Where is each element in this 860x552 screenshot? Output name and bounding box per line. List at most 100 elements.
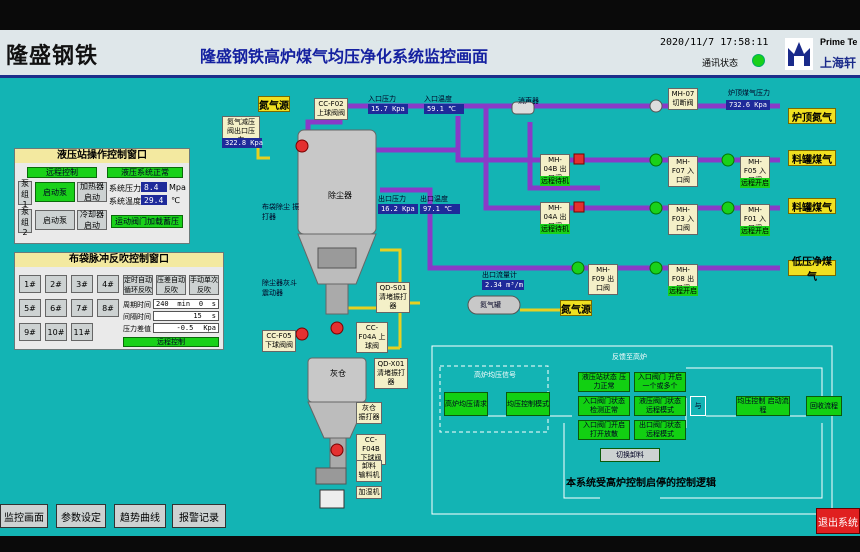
cycle-time-label: 周期时间 xyxy=(123,301,151,309)
system-temp-label: 系统温度 xyxy=(109,197,141,206)
flow-meter-value: 2.34 m³/m xyxy=(482,280,524,290)
cooler-start-button[interactable]: 冷却器启动 xyxy=(77,210,107,230)
cc-f05-tag: CC-F05 下球阀阀 xyxy=(262,330,296,352)
nitrogen-tank-shape xyxy=(467,295,521,315)
valve-accumulator-load-button[interactable]: 运动阀门加载蓄压 xyxy=(111,215,183,228)
dest-low-pressure-gas: 低压净煤气 xyxy=(788,257,836,283)
inlet-pressure-label: 入口压力 xyxy=(368,95,396,103)
outlet-pressure-value: 16.2 Kpa xyxy=(378,204,418,214)
nav-trend-button[interactable]: 趋势曲线 xyxy=(114,504,166,528)
logic-node-inlet-open: 入口阀门 开启一个或多个 xyxy=(634,372,686,392)
pulse-mode-status: 远程控制 xyxy=(123,337,219,347)
logic-and-gate: 与 xyxy=(690,396,706,416)
ash-bin-label: 灰仓 xyxy=(330,369,346,378)
pulse-panel: 布袋脉冲反吹控制窗口 1# 2# 3# 4# 5# 6# 7# 8# 9# 10… xyxy=(14,252,224,350)
screw-feeder-tag: 卸料 输料机 xyxy=(356,460,382,482)
pulse-key-11[interactable]: 11# xyxy=(71,323,93,341)
exit-system-button[interactable]: 退出系统 xyxy=(816,508,860,534)
cycle-time-seconds-unit: s xyxy=(211,300,216,308)
system-pressure-unit: Mpa xyxy=(169,183,186,192)
ash-hopper-vibrator-label: 除尘器灰斗 震动器 xyxy=(262,279,297,297)
pump-group-1-label: 泵组1 xyxy=(18,179,32,209)
inlet-pressure-value: 15.7 Kpa xyxy=(368,104,408,114)
pump-2-start-button[interactable]: 启动泵 xyxy=(35,210,75,230)
dest-tank-gas-2: 料罐煤气 xyxy=(788,198,836,214)
hydraulic-mode-status: 远程控制 xyxy=(27,167,97,178)
logic-frame-title: 反馈至高炉 xyxy=(612,353,647,361)
qd-x01-tag: QD-X01 清堵振打器 xyxy=(374,358,408,389)
pulse-key-5[interactable]: 5# xyxy=(19,299,41,317)
outlet-temp-label: 出口温度 xyxy=(420,195,448,203)
outlet-pressure-label: 出口压力 xyxy=(378,195,406,203)
nav-params-button[interactable]: 参数设定 xyxy=(56,504,106,528)
mh-f09-tag: MH-F09 出口阀 xyxy=(588,264,618,295)
pulse-panel-title: 布袋脉冲反吹控制窗口 xyxy=(15,253,223,267)
nitrogen-tank-label: 氮气罐 xyxy=(480,301,501,309)
pulse-key-6[interactable]: 6# xyxy=(45,299,67,317)
nitrogen-source-mid: 氮气源 xyxy=(560,300,592,316)
logic-connectors xyxy=(488,367,823,499)
system-temp-value: 29.4 xyxy=(141,195,167,205)
pulse-key-4[interactable]: 4# xyxy=(97,275,119,293)
branch-valves xyxy=(571,99,735,275)
cc-f04a-tag: CC-F04A 上球阀 xyxy=(356,322,388,353)
pump-1-start-button[interactable]: 启动泵 xyxy=(35,182,75,202)
page-title: 隆盛钢铁高炉煤气均压净化系统监控画面 xyxy=(200,47,489,66)
logic-node-start-flow: 均压控制 启动流程 xyxy=(736,396,790,416)
pulse-key-10[interactable]: 10# xyxy=(45,323,67,341)
mh-04b-status: 远程待机 xyxy=(540,176,570,186)
pressure-diff-label: 压力差值 xyxy=(123,325,151,333)
nav-monitor-button[interactable]: 监控画面 xyxy=(0,504,48,528)
pulse-key-3[interactable]: 3# xyxy=(71,275,93,293)
vendor-logo-icon xyxy=(785,38,813,70)
flow-meter-label: 出口流量计 xyxy=(482,271,517,279)
vendor-name-en: Prime Te xyxy=(820,37,858,47)
outlet-temp-value: 97.1 ℃ xyxy=(420,204,460,214)
inlet-temp-label: 入口温度 xyxy=(424,95,452,103)
hydraulic-system-status: 液压系统正常 xyxy=(107,167,183,178)
dust-collector-vessel xyxy=(297,129,377,315)
hmi-screen: 隆盛钢铁 隆盛钢铁高炉煤气均压净化系统监控画面 2020/11/7 17:58:… xyxy=(0,30,860,536)
logic-node-hydraulic: 液压站状态 压力正常 xyxy=(578,372,630,392)
pulse-key-9[interactable]: 9# xyxy=(19,323,41,341)
cycle-time-unit: min xyxy=(177,300,191,308)
logic-node-request: 高炉均压请求 xyxy=(444,392,488,416)
pulse-key-1[interactable]: 1# xyxy=(19,275,41,293)
manual-single-pulse-button[interactable]: 手动单次反吹 xyxy=(189,275,219,295)
timed-cycle-pulse-button[interactable]: 定时自动循环反吹 xyxy=(123,275,153,295)
gas-pipes xyxy=(305,103,780,271)
pulse-interval-field[interactable]: 15 s xyxy=(153,311,219,321)
bag-vibrator-label: 布袋除尘 振打器 xyxy=(262,203,300,221)
cc-f02-tag: CC-F02 上球阀阀 xyxy=(314,98,348,120)
mh-f05-status: 远程开启 xyxy=(740,178,770,188)
qd-s01-tag: QD-S01 清堵振打器 xyxy=(376,282,410,313)
pulse-key-7[interactable]: 7# xyxy=(71,299,93,317)
logic-inner-title: 高炉均压信号 xyxy=(474,371,516,379)
column-valves xyxy=(295,139,344,457)
n2-pressure-value: 322.8 Kpa xyxy=(222,138,263,148)
ash-bin-vibrator-tag: 灰仓 振打器 xyxy=(356,402,382,424)
pulse-key-2[interactable]: 2# xyxy=(45,275,67,293)
logic-caption: 本系统受高炉控制启停的控制逻辑 xyxy=(566,478,716,489)
humidifier-tag: 加湿机 xyxy=(356,486,382,499)
system-pressure-value: 8.4 xyxy=(141,182,167,192)
pulse-key-8[interactable]: 8# xyxy=(97,299,119,317)
top-pressure-label: 炉顶煤气压力 xyxy=(728,89,770,97)
nitrogen-source-top: 氮气源 xyxy=(258,96,290,112)
mh-04a-status: 远程待机 xyxy=(540,224,570,234)
cycle-time-field[interactable]: 240 min 0 s xyxy=(153,299,219,309)
pressure-diff-field: -0.5 Kpa xyxy=(153,323,219,333)
nav-alarm-button[interactable]: 报警记录 xyxy=(172,504,226,528)
dp-auto-pulse-button[interactable]: 压差自动反吹 xyxy=(156,275,186,295)
vendor-name-cn: 上海轩 xyxy=(820,56,857,70)
logic-node-hydraulic-remote: 液压阀门状态 远程模式 xyxy=(634,396,686,416)
logic-node-recovery: 回收流程 xyxy=(806,396,842,416)
dest-tank-gas-1: 料罐煤气 xyxy=(788,150,836,166)
heater-start-button[interactable]: 加热器启动 xyxy=(77,182,107,202)
logic-node-outlet-remote: 出口阀门状态 远程模式 xyxy=(634,420,686,440)
datetime-display: 2020/11/7 17:58:11 xyxy=(660,37,769,48)
mh-f03-tag: MH-F03 入口阀 xyxy=(668,204,698,235)
ash-bin-vessel xyxy=(307,357,367,509)
mh-f01-status: 远程开启 xyxy=(740,226,770,236)
dest-top-nitrogen: 炉顶氮气 xyxy=(788,108,836,124)
